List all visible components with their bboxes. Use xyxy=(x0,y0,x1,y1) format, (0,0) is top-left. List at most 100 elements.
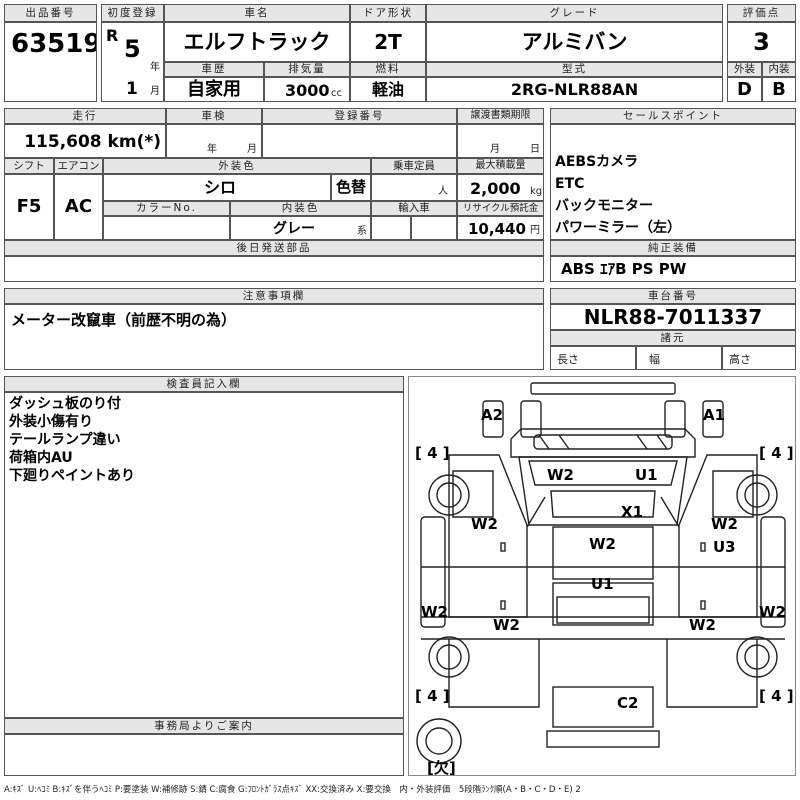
exterior-color: シロ xyxy=(204,178,237,197)
history-cell: 自家用 xyxy=(164,77,264,102)
car-name: エルフトラック xyxy=(183,29,331,54)
import-cell-right xyxy=(411,216,457,240)
displacement-unit: cc xyxy=(331,88,342,99)
interior-color-cell: グレー 系 xyxy=(230,216,371,240)
equipment: ABS ｴｱB PS PW xyxy=(561,260,687,278)
office-notice-cell xyxy=(4,734,404,776)
first-registration-label: 初度登録 xyxy=(101,4,164,22)
transfer-month-unit: 月 xyxy=(490,144,500,155)
door-type-label: ドア形状 xyxy=(350,4,426,22)
sales-point-item: ETC xyxy=(555,176,585,192)
truck-outline-diagram: [ 4 ] [ 4 ] [ 4 ] [ 4 ] [欠] A2 A1 W2 U1 … xyxy=(415,382,794,776)
interior-grade-label: 内装 xyxy=(762,62,796,77)
month-unit: 月 xyxy=(150,86,160,97)
capacity-cell: 人 xyxy=(371,174,457,201)
exterior-grade-cell: D xyxy=(727,77,762,102)
sales-point-item: バックモニター xyxy=(555,198,653,214)
tire-front-right: [ 4 ] xyxy=(759,444,794,462)
transfer-day-unit: 日 xyxy=(530,144,540,155)
damage-mark: U1 xyxy=(635,466,658,484)
aircon: AC xyxy=(64,196,93,217)
equipment-label: 純正装備 xyxy=(550,240,796,256)
grade-cell: アルミバン xyxy=(426,22,723,62)
notes-cell: メーター改竄車（前歴不明の為） xyxy=(4,304,544,370)
recycle-fee: 10,440 xyxy=(468,220,526,238)
transfer-deadline-label: 譲渡書類期限 xyxy=(457,108,544,124)
damage-mark: A1 xyxy=(703,406,725,424)
car-name-cell: エルフトラック xyxy=(164,22,350,62)
max-load-unit: kg xyxy=(530,186,543,197)
notes-text: メーター改竄車（前歴不明の為） xyxy=(11,311,237,329)
aircon-cell: AC xyxy=(54,174,103,240)
registration-number-cell xyxy=(262,124,457,158)
interior-grade-cell: B xyxy=(762,77,796,102)
capacity-label: 乗車定員 xyxy=(371,158,457,174)
length-label: 長さ xyxy=(557,353,579,366)
first-registration-cell: R 5 年 1 月 xyxy=(101,22,164,102)
inspection-month-unit: 月 xyxy=(247,144,257,155)
inspector-note: ダッシュ板のり付 xyxy=(9,396,121,412)
office-notice-label: 事務局よりご案内 xyxy=(4,718,404,734)
spare-tire: [欠] xyxy=(427,759,456,776)
year-unit: 年 xyxy=(150,62,160,73)
damage-mark: W2 xyxy=(759,603,786,621)
max-load: 2,000 xyxy=(470,179,521,198)
aircon-label: エアコン xyxy=(54,158,103,174)
tire-tread-readings: [ 4 ] [ 4 ] [ 4 ] [ 4 ] [欠] xyxy=(415,444,794,776)
damage-mark: W2 xyxy=(471,515,498,533)
later-parts-cell xyxy=(4,256,544,282)
sales-point-item: パワーミラー（左） xyxy=(555,220,681,236)
grade: アルミバン xyxy=(521,29,628,54)
inspection-label: 車検 xyxy=(166,108,262,124)
door-type-cell: 2T xyxy=(350,22,426,62)
displacement: 3000 xyxy=(285,81,330,100)
fuel: 軽油 xyxy=(371,79,404,99)
displacement-cell: 3000 cc xyxy=(264,77,350,102)
color-change-cell: 色替 xyxy=(331,174,371,201)
score-cell: 3 xyxy=(727,22,796,62)
max-load-cell: 2,000 kg xyxy=(457,174,544,201)
damage-mark: C2 xyxy=(617,694,638,712)
registration-number-label: 登録番号 xyxy=(262,108,457,124)
chassis-number-cell: NLR88-7011337 xyxy=(550,304,796,330)
damage-mark: U3 xyxy=(713,538,736,556)
height-label: 高さ xyxy=(729,353,751,366)
capacity-unit: 人 xyxy=(438,186,448,197)
interior-color-label: 内装色 xyxy=(230,201,371,216)
grade-label: グレード xyxy=(426,4,723,22)
max-load-label: 最大積載量 xyxy=(457,158,544,174)
score: 3 xyxy=(753,28,770,56)
history-label: 車歴 xyxy=(164,62,264,77)
inspector-notes-label: 検査員記入欄 xyxy=(4,376,404,392)
shift-label: シフト xyxy=(4,158,54,174)
inspector-notes-cell: ダッシュ板のり付 外装小傷有り テールランプ違い 荷箱内AU 下廻りペイントあり xyxy=(4,392,404,718)
model-code: 2RG-NLR88AN xyxy=(510,79,639,99)
chassis-number-label: 車台番号 xyxy=(550,288,796,304)
damage-mark: A2 xyxy=(481,406,503,424)
damage-diagram: [ 4 ] [ 4 ] [ 4 ] [ 4 ] [欠] A2 A1 W2 U1 … xyxy=(408,376,796,776)
tire-rear-right: [ 4 ] xyxy=(759,687,794,705)
transfer-deadline-cell: 月 日 xyxy=(457,124,544,158)
tire-rear-left: [ 4 ] xyxy=(415,687,450,705)
tire-front-left: [ 4 ] xyxy=(415,444,450,462)
exterior-grade: D xyxy=(737,78,752,100)
interior-color: グレー xyxy=(273,221,315,237)
damage-mark: W2 xyxy=(547,466,574,484)
score-label: 評価点 xyxy=(727,4,796,22)
height-cell: 高さ xyxy=(722,346,796,370)
equipment-cell: ABS ｴｱB PS PW xyxy=(550,256,796,282)
car-name-label: 車名 xyxy=(164,4,350,22)
inspector-note: テールランプ違い xyxy=(9,432,121,448)
damage-mark: W2 xyxy=(493,616,520,634)
recycle-fee-unit: 円 xyxy=(530,225,540,236)
import-label: 輸入車 xyxy=(371,201,457,216)
width-label: 幅 xyxy=(649,353,660,366)
damage-mark: W2 xyxy=(711,515,738,533)
specs-label: 諸元 xyxy=(550,330,796,346)
sales-point-item: AEBSカメラ xyxy=(555,154,639,170)
chassis-number: NLR88-7011337 xyxy=(583,305,763,329)
shift: F5 xyxy=(16,196,42,217)
color-change: 色替 xyxy=(335,178,366,196)
color-number-cell xyxy=(103,216,230,240)
inspection-year-unit: 年 xyxy=(207,144,217,155)
